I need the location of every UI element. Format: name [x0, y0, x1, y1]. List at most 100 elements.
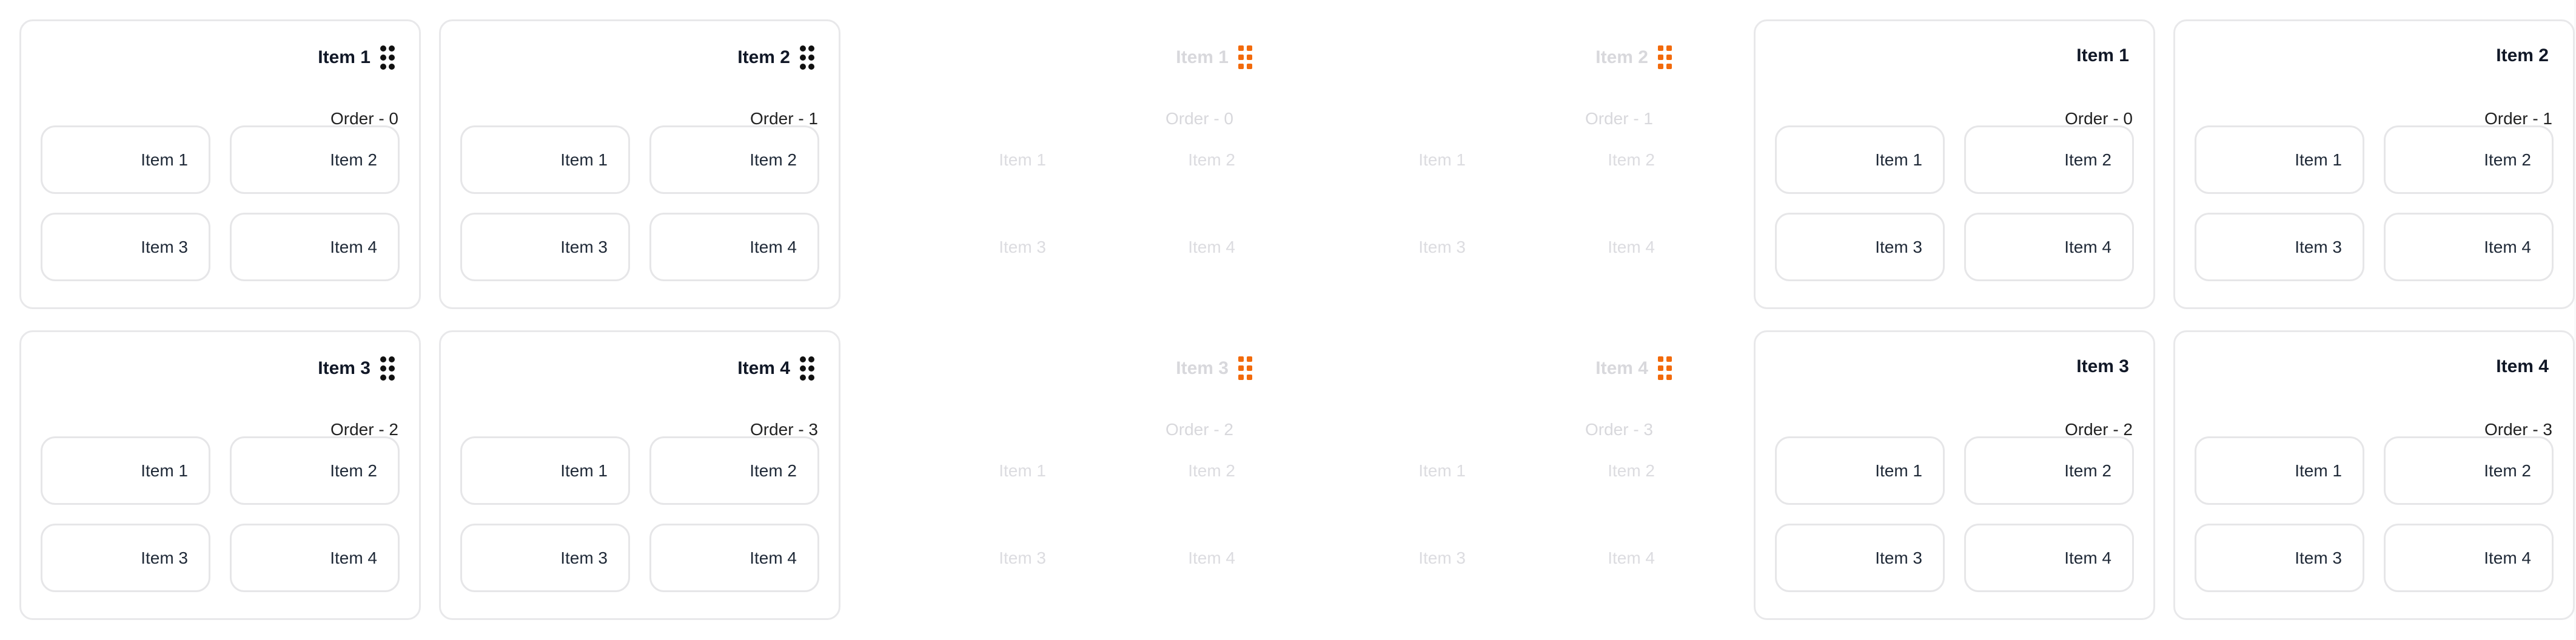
card-header: Item 2 [2496, 45, 2549, 66]
drag-handle-dot [808, 45, 814, 52]
drag-handle-dot [808, 375, 814, 381]
drag-handle-dot [1238, 55, 1244, 60]
sortable-item[interactable]: Item 1 [2195, 436, 2364, 505]
sortable-item[interactable]: Item 3 [999, 548, 1046, 567]
sortable-item[interactable]: Item 4 [2384, 524, 2554, 592]
drag-handle-dot [800, 55, 806, 61]
sortable-item[interactable]: Item 4 [649, 524, 819, 592]
drag-handle-icon[interactable] [1238, 356, 1253, 381]
drag-handle-dot [380, 375, 386, 381]
drag-handle-icon[interactable] [1238, 45, 1253, 70]
card-header: Item 1 [2076, 45, 2129, 66]
sortable-item[interactable]: Item 1 [460, 436, 630, 505]
sortable-item[interactable]: Item 2 [1964, 436, 2134, 505]
card-title: Item 1 [1176, 47, 1229, 67]
drag-handle-dot [1247, 365, 1252, 371]
sortable-item[interactable]: Item 2 [1964, 125, 2134, 194]
sortable-item[interactable]: Item 1 [1418, 150, 1466, 169]
sortable-item[interactable]: Item 4 [1964, 524, 2134, 592]
drag-handle-dot [800, 365, 806, 372]
drag-handle-dot [800, 375, 806, 381]
sortable-item[interactable]: Item 2 [1188, 461, 1235, 480]
sortable-item[interactable]: Item 3 [460, 524, 630, 592]
sortable-item[interactable]: Item 4 [1188, 237, 1235, 256]
sortable-item[interactable]: Item 4 [1608, 237, 1655, 256]
drag-handle-dot [389, 64, 395, 70]
card-header: Item 2 [1595, 45, 1672, 70]
drag-handle-icon[interactable] [380, 356, 395, 381]
drag-handle-dot [380, 64, 386, 70]
sortable-item[interactable]: Item 4 [649, 213, 819, 281]
sortable-item[interactable]: Item 3 [1418, 548, 1466, 567]
sortable-item[interactable]: Item 3 [41, 213, 210, 281]
card-header: Item 1 [318, 45, 395, 70]
sortable-item[interactable]: Item 4 [230, 213, 400, 281]
sortable-item[interactable]: Item 4 [230, 524, 400, 592]
drag-handle-dot [1247, 55, 1252, 60]
sortable-item[interactable]: Item 2 [2384, 125, 2554, 194]
sortable-item[interactable]: Item 1 [999, 461, 1046, 480]
drag-handle-dot [389, 45, 395, 52]
sortable-item[interactable]: Item 2 [649, 125, 819, 194]
sortable-item[interactable]: Item 3 [2195, 524, 2364, 592]
card-order-label: Order - 0 [330, 109, 398, 128]
drag-handle-dot [1238, 375, 1244, 380]
drag-handle-dot [380, 45, 386, 52]
sortable-item[interactable]: Item 2 [649, 436, 819, 505]
card-header: Item 3 [318, 356, 395, 381]
drag-handle-icon[interactable] [380, 45, 395, 70]
sortable-item[interactable]: Item 1 [1418, 461, 1466, 480]
card-header: Item 3 [1176, 356, 1253, 381]
drag-handle-dot [1238, 356, 1244, 362]
sortable-item[interactable]: Item 3 [41, 524, 210, 592]
card-order-label: Order - 2 [330, 420, 398, 439]
card-order-label: Order - 1 [750, 109, 818, 128]
sortable-item[interactable]: Item 2 [230, 436, 400, 505]
drag-handle-icon[interactable] [800, 356, 814, 381]
sortable-item[interactable]: Item 1 [460, 125, 630, 194]
drag-handle-icon[interactable] [1658, 45, 1672, 70]
sortable-item[interactable]: Item 1 [41, 436, 210, 505]
sortable-item[interactable]: Item 3 [1418, 237, 1466, 256]
sortable-item[interactable]: Item 3 [460, 213, 630, 281]
card-title: Item 1 [2076, 45, 2129, 65]
sortable-card[interactable]: Item 3 Order - 2 Item 1 Item 2 Item 3 Item 4 [19, 330, 421, 620]
drag-handle-icon[interactable] [800, 45, 814, 70]
sortable-item[interactable]: Item 1 [2195, 125, 2364, 194]
sortable-item[interactable]: Item 2 [1608, 461, 1655, 480]
sortable-item[interactable]: Item 2 [1188, 150, 1235, 169]
sortable-item[interactable]: Item 3 [1775, 524, 1945, 592]
drag-handle-dot [1247, 64, 1252, 69]
sortable-item[interactable]: Item 3 [1775, 213, 1945, 281]
sortable-item[interactable]: Item 1 [1775, 125, 1945, 194]
drag-handle-dot [1658, 375, 1663, 380]
sortable-item[interactable]: Item 1 [41, 125, 210, 194]
sortable-item[interactable]: Item 2 [1608, 150, 1655, 169]
sortable-item[interactable]: Item 1 [1775, 436, 1945, 505]
sortable-item[interactable]: Item 4 [2384, 213, 2554, 281]
sortable-item[interactable]: Item 4 [1188, 548, 1235, 567]
sortable-item[interactable]: Item 2 [2384, 436, 2554, 505]
sortable-item[interactable]: Item 2 [230, 125, 400, 194]
sortable-item[interactable]: Item 4 [1964, 213, 2134, 281]
drag-handle-dot [808, 64, 814, 70]
drag-handle-dot [380, 365, 386, 372]
sortable-item[interactable]: Item 3 [2195, 213, 2364, 281]
sortable-item[interactable]: Item 3 [999, 237, 1046, 256]
drag-handle-dot [800, 356, 806, 362]
sortable-item[interactable]: Item 1 [999, 150, 1046, 169]
sortable-item[interactable]: Item 4 [1608, 548, 1655, 567]
drag-handle-icon[interactable] [1658, 356, 1672, 381]
card-header: Item 4 [1595, 356, 1672, 381]
sortable-card[interactable]: Item 1 Order - 0 Item 1 Item 2 Item 3 Item 4 [19, 19, 421, 309]
